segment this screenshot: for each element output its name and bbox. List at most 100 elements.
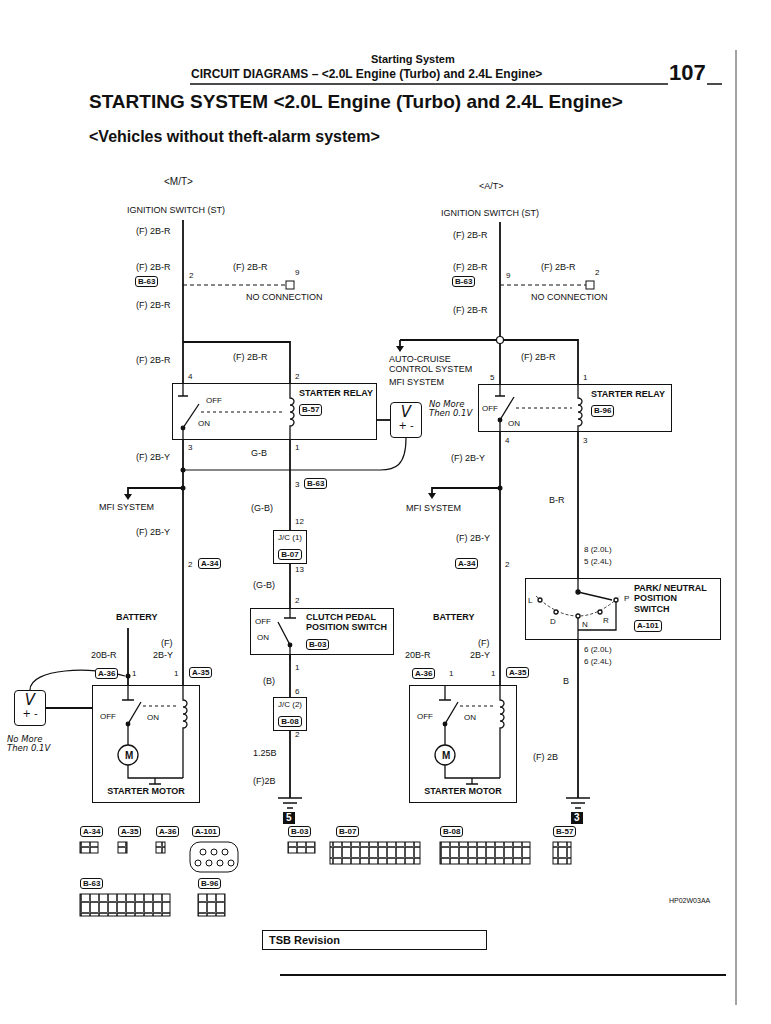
motor-symbol-label: M [441, 750, 451, 762]
wire-label: G-B [250, 448, 268, 458]
wire [182, 440, 184, 685]
connector-id: A-35 [189, 667, 212, 678]
starter-symbol [118, 685, 504, 784]
header-text: CIRCUIT DIAGRAMS – <2.0L Engine (Turbo) … [190, 68, 543, 82]
terminal-label: BATTERY [432, 612, 476, 622]
pin-number: ON [507, 419, 521, 428]
wire [399, 340, 401, 346]
pin-number: 9 [505, 271, 511, 280]
starter-symbol [466, 778, 478, 784]
connector-face [553, 842, 571, 864]
switch-symbol [288, 643, 292, 647]
connector-id: A-34 [198, 558, 221, 569]
pin-number: 6 (2.0L) [583, 645, 613, 654]
pin-number: OFF [254, 617, 272, 626]
wire-label: (F) 2B-Y [450, 453, 486, 463]
connector-id: A-34 [455, 558, 478, 569]
header-text: Starting System [370, 53, 456, 66]
switch-symbol [284, 608, 296, 618]
pin-number: 12 [294, 517, 305, 526]
connector-face [156, 842, 165, 853]
wire-label: <A/T> [478, 181, 505, 191]
ground-number: 5 [283, 812, 295, 824]
pin-number: 2 [504, 560, 510, 569]
starter-symbol [128, 765, 183, 778]
wire-label: B [562, 676, 570, 686]
switch-symbol [578, 600, 616, 630]
starter-symbol [460, 706, 495, 707]
wire-label: (F) 2B-R [135, 226, 172, 236]
wire-label: (G-B) [252, 580, 276, 590]
wire-label: (F) 2B-R [135, 262, 172, 272]
page-rule [190, 50, 736, 1005]
wire-label: AUTO-CRUISE CONTROL SYSTEM [388, 354, 478, 375]
wire-label: MFI SYSTEM [405, 503, 462, 513]
pin-number: 1 [131, 669, 137, 678]
junction-dot [497, 337, 504, 344]
starter-symbol [439, 685, 451, 700]
pin-number: 2 [187, 560, 193, 569]
component-name: V [17, 693, 43, 708]
connector-face [217, 860, 223, 866]
handwritten-note: No More Then 0.1V [428, 400, 478, 419]
wire [182, 220, 184, 383]
wire [46, 707, 92, 709]
wire-label: (F) 2B-R [135, 300, 172, 310]
pin-number: 3 [294, 480, 300, 489]
ground-symbol [566, 798, 590, 808]
wire-label: (F) 2B-R [232, 352, 269, 362]
pin-number: 1 [490, 669, 496, 678]
component-name: STARTER MOTOR [97, 786, 195, 796]
switch-symbol [554, 610, 558, 614]
pin-number: R [602, 616, 610, 625]
no-connection-line [286, 281, 294, 289]
pin-number: ON [146, 713, 160, 722]
relay-symbol [290, 383, 294, 440]
switch-symbol [576, 614, 580, 618]
connector-face [118, 842, 127, 853]
ground-symbol [278, 798, 302, 808]
wire [128, 488, 183, 494]
park-neutral-switch: PARK/ NEUTRAL POSITION SWITCHA-101 [525, 578, 721, 640]
relay-symbol [201, 412, 284, 413]
ground-wire [289, 731, 291, 798]
switch-symbol [614, 598, 618, 602]
wire [377, 419, 390, 421]
switch-symbol [536, 596, 620, 616]
wire [432, 488, 500, 493]
ground-wire [577, 640, 579, 798]
pin-number: L [527, 596, 533, 605]
starter-symbol [118, 745, 138, 765]
connector-id: B-96 [198, 878, 221, 889]
component-name: CLUTCH PEDAL POSITION SWITCH [306, 612, 388, 633]
component-name: J/C (2) [278, 700, 302, 710]
wire-label: (B) [262, 676, 276, 686]
component-detail: B-07 [278, 549, 301, 561]
no-connection-line [183, 281, 594, 289]
wire-label: IGNITION SWITCH (ST) [440, 208, 540, 218]
starter-symbol [126, 722, 130, 726]
starter-symbol [143, 706, 178, 707]
connector-face [206, 860, 212, 866]
pin-number: ON [463, 713, 477, 722]
arrow-head [428, 493, 436, 499]
wire-label: (F) 2B-Y [455, 533, 491, 543]
pin-number: 3 [187, 443, 193, 452]
joint-connector: J/C (1)B-07 [273, 530, 307, 564]
voltmeter: V+ - [14, 690, 46, 726]
wire [289, 655, 291, 697]
pin-number: 6 [294, 687, 300, 696]
connector-id: B-03 [288, 826, 311, 837]
voltmeter: V+ - [390, 402, 422, 438]
connector-face [228, 860, 234, 866]
component-detail: + - [393, 420, 419, 431]
wire-label: (F) 2B-Y [135, 527, 171, 537]
connector-id: A-35 [118, 826, 141, 837]
pin-number: 2 [294, 372, 300, 381]
wire-label: (F) 2B-R [520, 352, 557, 362]
connector-id: B-63 [135, 276, 158, 287]
pin-number: 1 [448, 669, 454, 678]
pin-number: 5 [489, 373, 495, 382]
